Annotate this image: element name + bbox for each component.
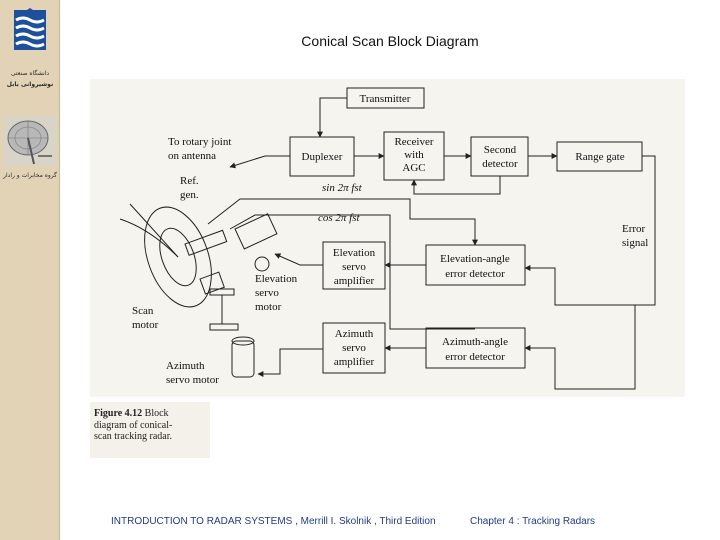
second-detector-label-2: detector <box>482 158 518 170</box>
rotary-joint-label-1: To rotary joint <box>168 136 231 148</box>
footer-book-reference: INTRODUCTION TO RADAR SYSTEMS , Merrill … <box>111 516 436 527</box>
elevation-error-detector-label-2: error detector <box>445 268 505 280</box>
sin-reference-label: sin 2π fst <box>322 182 363 194</box>
range-gate-label: Range gate <box>575 151 624 163</box>
azimuth-error-detector-label-1: Azimuth-angle <box>442 336 508 348</box>
error-signal-label-1: Error <box>622 223 646 235</box>
elevation-servo-amplifier-label-3: amplifier <box>334 275 375 287</box>
elevation-servo-amplifier-label-2: servo <box>342 261 366 273</box>
elevation-servo-amplifier-label-1: Elevation <box>333 247 376 259</box>
transmitter-label: Transmitter <box>360 93 411 105</box>
receiver-label-3: AGC <box>402 162 425 174</box>
block-diagram: Transmitter Duplexer Receiver with AGC S… <box>90 79 685 397</box>
azimuth-servo-amplifier-label-2: servo <box>342 342 366 354</box>
figure-number: Figure 4.12 <box>94 408 143 419</box>
second-detector-label-1: Second <box>484 144 517 156</box>
error-signal-label-2: signal <box>622 237 648 249</box>
elevation-motor-label-3: motor <box>255 301 282 313</box>
duplexer-label: Duplexer <box>302 151 343 163</box>
radar-dish-photo <box>4 116 56 166</box>
receiver-label-1: Receiver <box>394 136 433 148</box>
logo-caption-2: نوشیروانی بابل <box>6 81 54 88</box>
elevation-motor-label-2: servo <box>255 287 279 299</box>
university-logo <box>8 8 52 63</box>
caption-line-3: scan tracking radar. <box>94 431 173 442</box>
elevation-error-detector-label-1: Elevation-angle <box>440 253 510 265</box>
footer-chapter: Chapter 4 : Tracking Radars <box>470 516 596 527</box>
photo-caption: گروه مخابرات و رادار <box>3 172 57 179</box>
sidebar: دانشگاه صنعتی نوشیروانی بابل گروه مخابرا… <box>0 0 60 540</box>
figure-caption: Figure 4.12 Block diagram of conical- sc… <box>90 402 210 458</box>
azimuth-servo-amplifier-label-1: Azimuth <box>335 328 374 340</box>
logo-caption-1: دانشگاه صنعتی <box>10 70 50 77</box>
azimuth-error-detector-label-2: error detector <box>445 351 505 363</box>
second-detector-box <box>470 136 529 177</box>
azimuth-motor-label-2: servo motor <box>166 374 219 386</box>
scan-motor-label-2: motor <box>132 319 159 331</box>
receiver-label-2: with <box>404 149 424 161</box>
figure-caption-text: Figure 4.12 Block diagram of conical- sc… <box>94 408 206 443</box>
ref-gen-label-1: Ref. <box>180 175 199 187</box>
cos-reference-label: cos 2π fst <box>318 212 361 224</box>
caption-line-1: Block <box>144 408 169 419</box>
slide-title: Conical Scan Block Diagram <box>301 33 479 49</box>
scan-motor-label-1: Scan <box>132 305 154 317</box>
elevation-motor-label-1: Elevation <box>255 273 298 285</box>
caption-line-2: diagram of conical- <box>94 419 173 431</box>
ref-gen-label-2: gen. <box>180 189 199 201</box>
azimuth-servo-amplifier-label-3: amplifier <box>334 356 375 368</box>
azimuth-motor-label-1: Azimuth <box>166 360 205 372</box>
block-diagram-svg: Transmitter Duplexer Receiver with AGC S… <box>119 87 656 390</box>
rotary-joint-label-2: on antenna <box>168 150 216 162</box>
